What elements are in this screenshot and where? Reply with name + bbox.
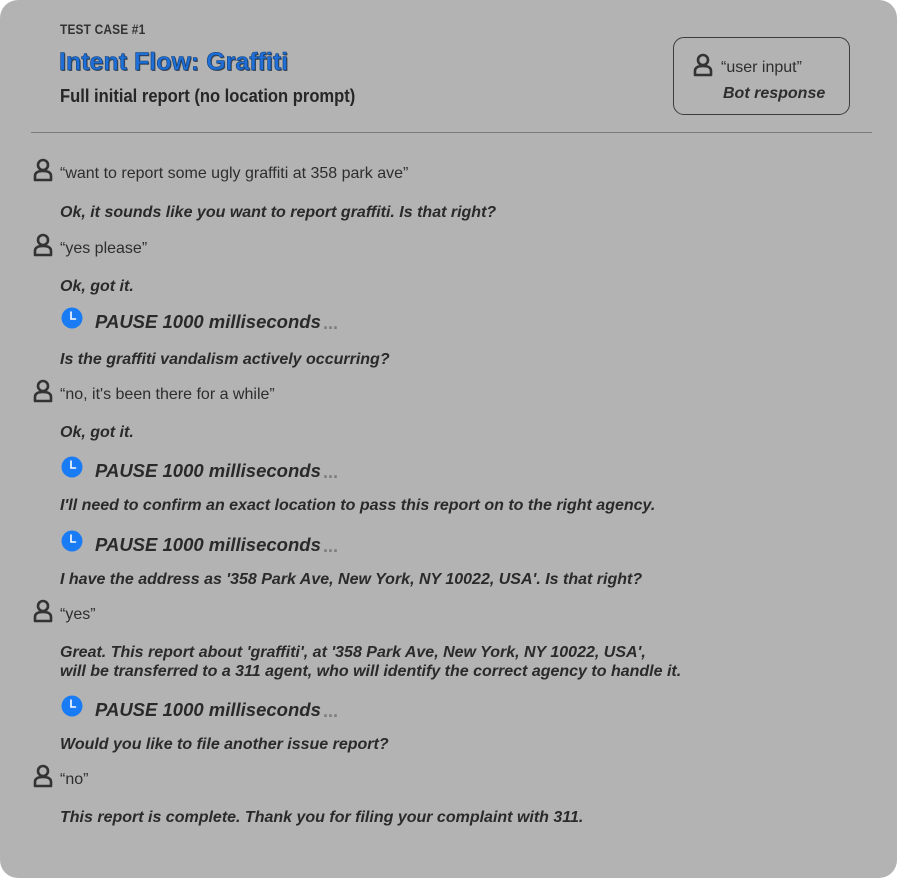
bot-response-text: Is the graffiti vandalism actively occur… (60, 351, 390, 368)
page-title: Intent Flow: Graffiti (59, 48, 289, 77)
pause-text: PAUSE 1000 milliseconds (95, 460, 321, 481)
page-subtitle: Full initial report (no location prompt) (60, 86, 356, 106)
user-input-text: “no” (60, 771, 89, 788)
bot-response-text: Great. This report about 'graffiti', at … (60, 644, 646, 661)
user-input-text: “no, it's been there for a while” (60, 386, 275, 403)
person-icon (33, 379, 53, 408)
bot-response-text: I'll need to confirm an exact location t… (60, 497, 656, 514)
bot-response-text-line2: will be transferred to a 311 agent, who … (60, 663, 682, 680)
legend-bot-label: Bot response (723, 85, 826, 102)
pause-text: PAUSE 1000 milliseconds (95, 699, 321, 720)
pause-text: PAUSE 1000 milliseconds (95, 534, 321, 555)
bot-response-text: Ok, got it. (60, 278, 134, 295)
header-divider (31, 132, 872, 133)
pause-ellipsis: ... (323, 701, 339, 721)
clock-icon (61, 530, 83, 557)
bot-response-text: Ok, got it. (60, 424, 134, 441)
person-icon (693, 53, 713, 82)
pause-ellipsis: ... (323, 462, 339, 482)
pause-text: PAUSE 1000 milliseconds (95, 311, 321, 332)
pause-ellipsis: ... (323, 536, 339, 556)
case-label: TEST CASE #1 (60, 21, 146, 37)
clock-icon (61, 307, 83, 334)
user-input-text: “want to report some ugly graffiti at 35… (60, 165, 409, 182)
legend-user-label: “user input” (721, 59, 802, 76)
bot-response-text: Would you like to file another issue rep… (60, 736, 389, 753)
bot-response-text: This report is complete. Thank you for f… (60, 809, 584, 826)
user-input-text: “yes” (60, 606, 96, 623)
person-icon (33, 599, 53, 628)
clock-icon (61, 695, 83, 722)
clock-icon (61, 456, 83, 483)
pause-ellipsis: ... (323, 313, 339, 333)
person-icon (33, 158, 53, 187)
bot-response-text: I have the address as '358 Park Ave, New… (60, 571, 643, 588)
user-input-text: “yes please” (60, 240, 148, 257)
person-icon (33, 233, 53, 262)
person-icon (33, 764, 53, 793)
legend-box: “user input” Bot response (673, 37, 850, 115)
bot-response-text: Ok, it sounds like you want to report gr… (60, 204, 497, 221)
